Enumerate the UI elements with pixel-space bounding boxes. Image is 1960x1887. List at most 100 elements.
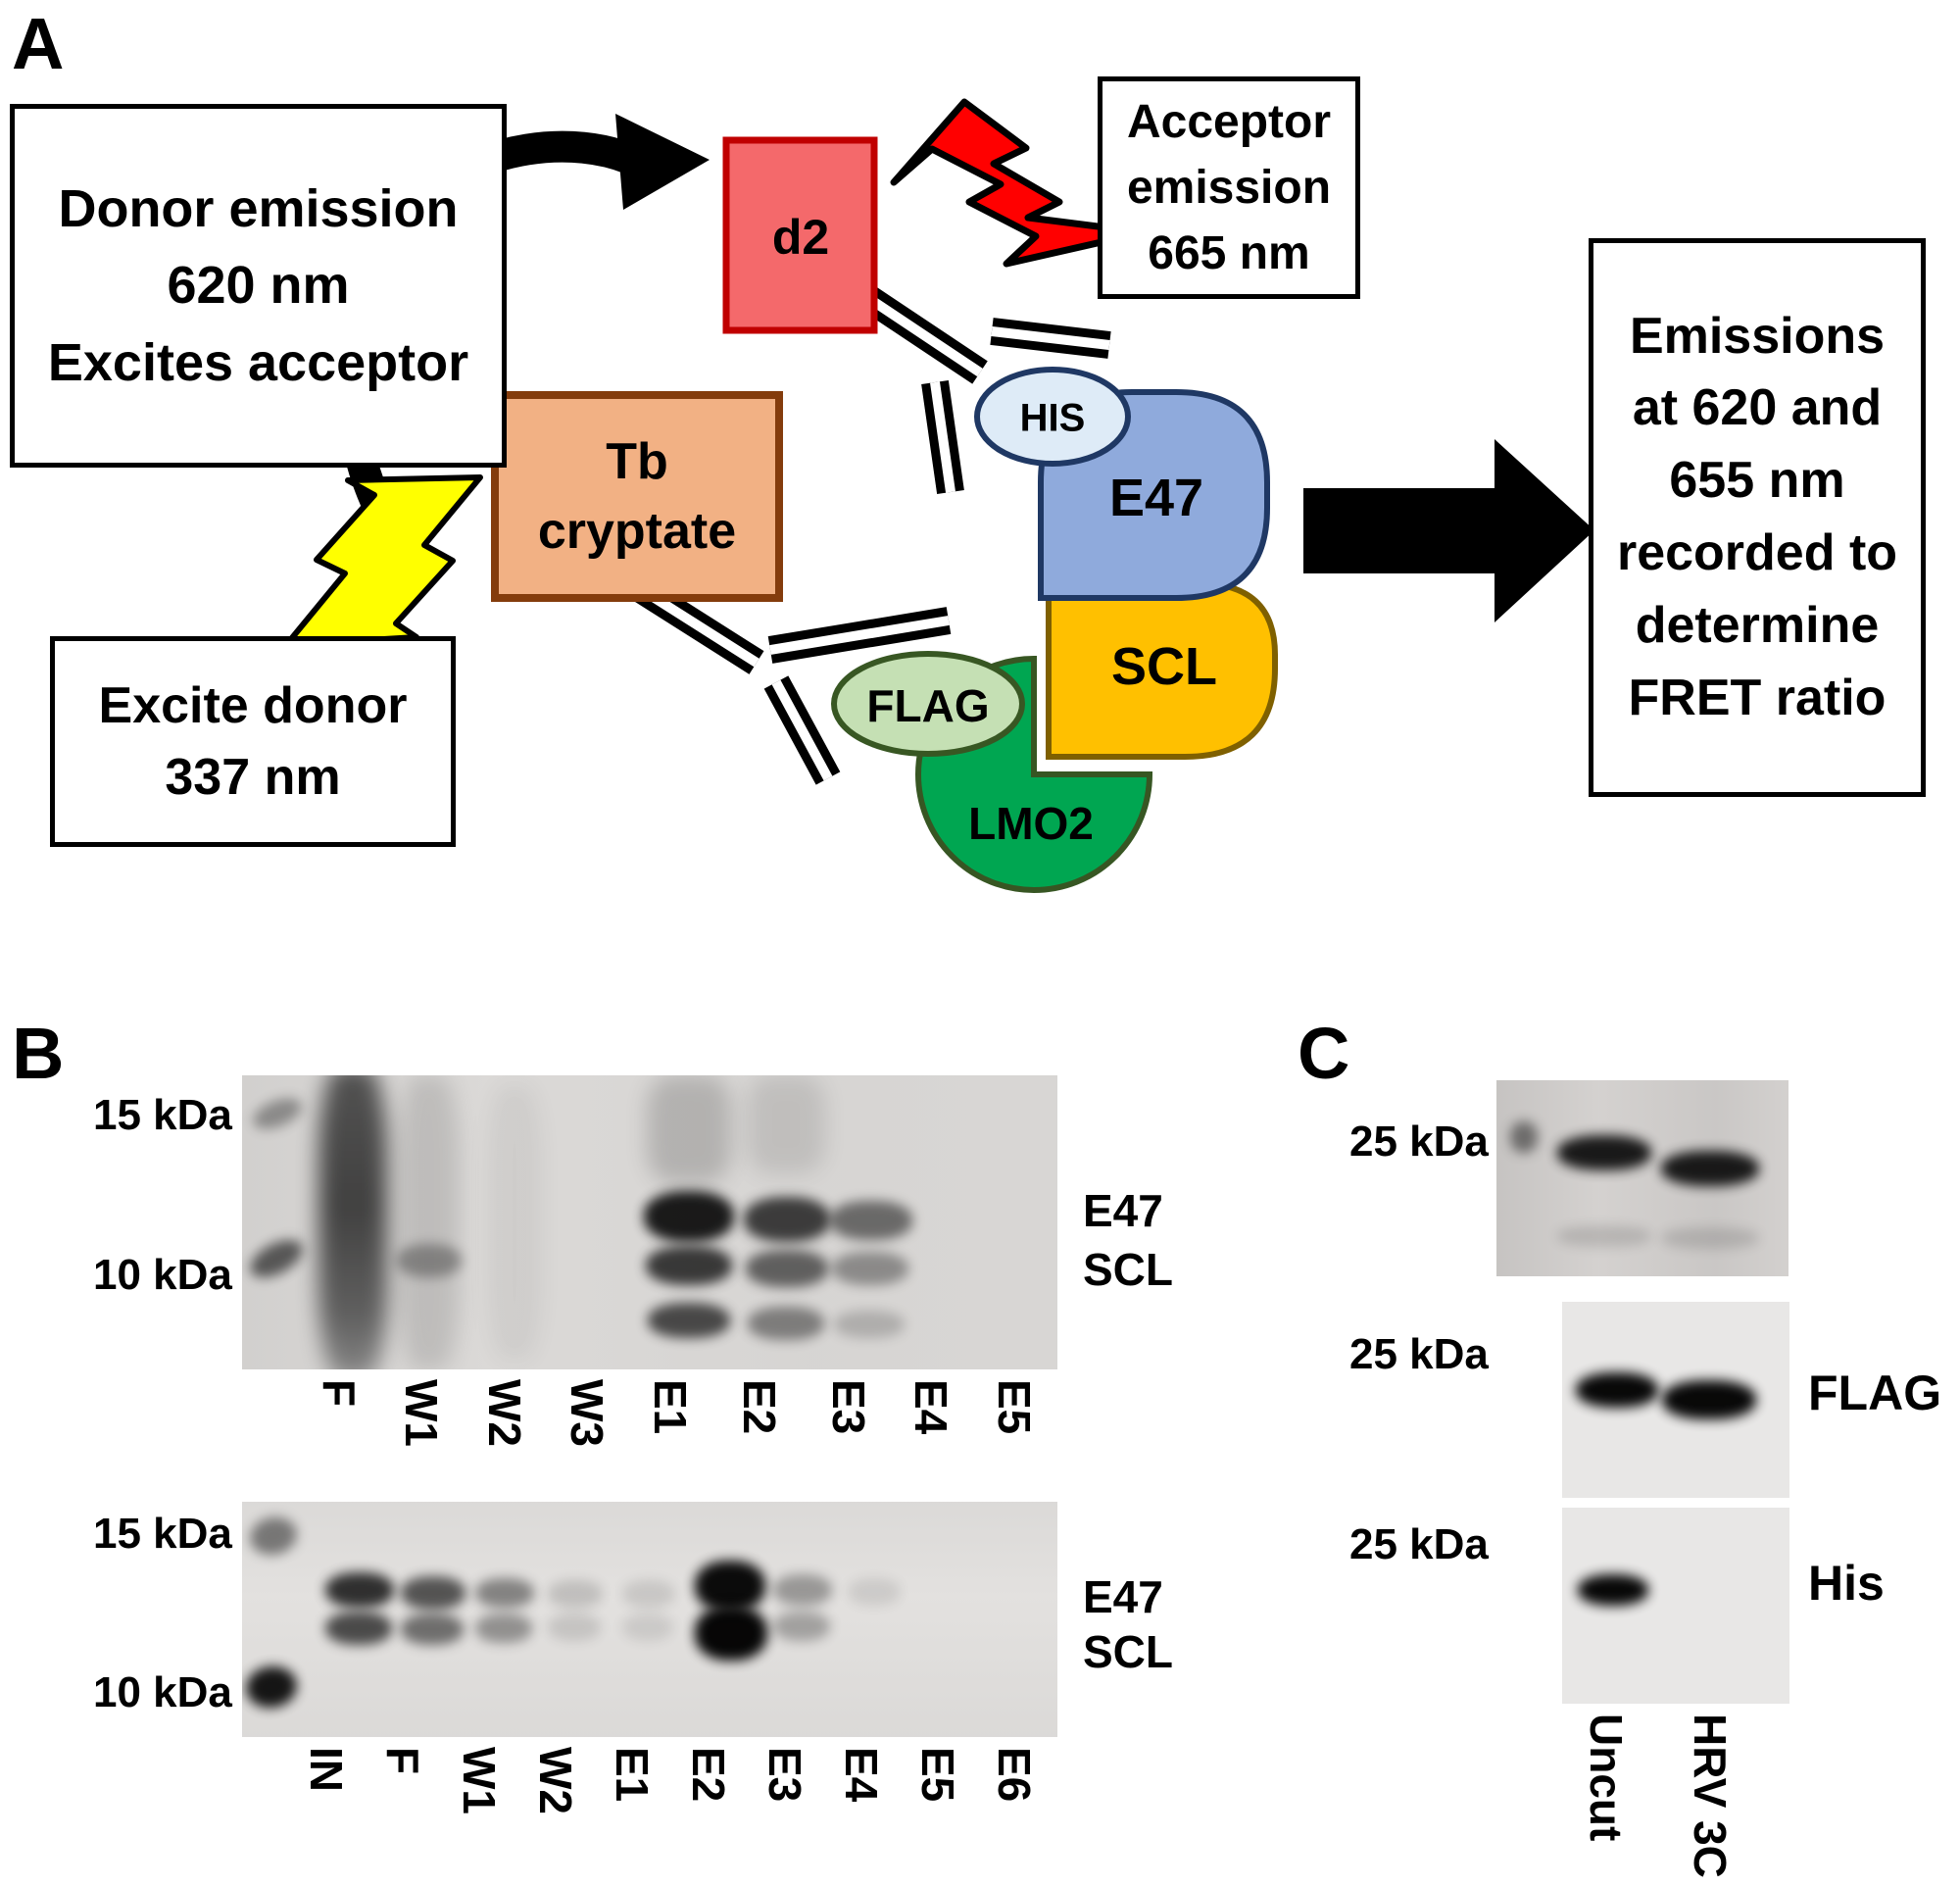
blot-band — [1557, 1135, 1651, 1170]
blot-band — [397, 1244, 462, 1277]
blot-band — [1662, 1380, 1756, 1419]
blot-band — [773, 1612, 830, 1641]
lane-smear — [647, 1075, 731, 1183]
acceptor-emission-box: Acceptor emission 665 nm — [1098, 76, 1360, 299]
donor-line-2: 620 nm — [167, 256, 350, 316]
marker-label: 15 kDa — [93, 1091, 232, 1139]
result-box: Emissions at 620 and 655 nm recorded to … — [1589, 238, 1926, 797]
blot-band — [622, 1580, 675, 1608]
flag-tag-shape — [831, 651, 1025, 757]
lane-label: IN — [301, 1747, 352, 1792]
blot-band — [1557, 1225, 1651, 1247]
result-line-6: FRET ratio — [1628, 669, 1886, 726]
excite-line-2: 337 nm — [165, 748, 341, 806]
result-line-2: at 620 and — [1632, 379, 1883, 437]
donor-line-1: Donor emission — [58, 179, 459, 239]
lane-label: E3 — [823, 1379, 874, 1435]
lane-label: Uncut — [1581, 1713, 1632, 1842]
lane-label: E4 — [836, 1747, 887, 1803]
panel-c-label: C — [1298, 1013, 1350, 1094]
lane-label: W3 — [562, 1379, 612, 1447]
band-annotation: His — [1808, 1556, 1885, 1611]
blot-band — [773, 1574, 832, 1606]
band-annotation: SCL — [1083, 1244, 1173, 1295]
blot-band — [830, 1201, 912, 1240]
lane-label: F — [314, 1379, 365, 1408]
marker-label: 25 kDa — [1349, 1520, 1489, 1568]
marker-band — [246, 1513, 301, 1560]
blot-band — [746, 1250, 828, 1287]
marker-label: 25 kDa — [1349, 1330, 1489, 1378]
lane-label: W1 — [454, 1747, 505, 1814]
blot-band — [848, 1578, 901, 1606]
lane-label: E1 — [645, 1379, 696, 1435]
blot-band — [1576, 1372, 1658, 1408]
lane-label: F — [377, 1747, 428, 1775]
band-annotation: E47 — [1083, 1185, 1163, 1236]
lane-label: E2 — [734, 1379, 785, 1435]
scl-protein-shape — [1046, 580, 1278, 760]
blot-band — [548, 1614, 601, 1641]
marker-label: 10 kDa — [93, 1668, 232, 1716]
his-tag-label: HIS — [1019, 396, 1086, 440]
lane-smear — [399, 1075, 460, 1369]
band-annotation: FLAG — [1808, 1366, 1942, 1420]
blot-image-c-flag — [1562, 1302, 1789, 1498]
blot-image-c-top — [1496, 1080, 1788, 1276]
lane-label: E6 — [989, 1747, 1040, 1803]
tb-line-2: cryptate — [537, 502, 737, 560]
tb-cryptate-shape — [491, 391, 783, 602]
blot-band — [401, 1614, 464, 1645]
blot-band — [325, 1572, 394, 1608]
lane-smear — [318, 1075, 387, 1369]
marker-band — [244, 1232, 309, 1285]
scl-label: SCL — [1111, 637, 1217, 696]
blot-band — [648, 1303, 730, 1338]
acceptor-line-2: emission — [1126, 161, 1332, 214]
lane-label: E5 — [989, 1379, 1040, 1435]
band-annotation: SCL — [1083, 1626, 1173, 1677]
lane-label: E4 — [906, 1379, 956, 1435]
lane-label: E3 — [760, 1747, 810, 1803]
blot-band — [325, 1612, 392, 1645]
blot-band — [834, 1311, 905, 1338]
blot-band — [695, 1561, 765, 1612]
blot-band — [475, 1578, 534, 1608]
e47-label: E47 — [1108, 469, 1204, 527]
fret-schematic — [283, 98, 1594, 893]
flag-tag-label: FLAG — [866, 680, 990, 731]
marker-band — [243, 1663, 300, 1712]
blot-band — [744, 1197, 830, 1242]
blot-band — [401, 1576, 466, 1610]
blot-band — [475, 1614, 532, 1643]
blot-band — [644, 1191, 734, 1242]
marker-label: 10 kDa — [93, 1251, 232, 1299]
blot-image-b-bottom — [242, 1502, 1057, 1737]
lane-label: W2 — [530, 1747, 581, 1814]
result-line-5: determine — [1635, 596, 1880, 654]
donor-line-3: Excites acceptor — [47, 332, 469, 392]
panel-b-label: B — [12, 1013, 65, 1094]
lane-label: HRV 3C — [1685, 1713, 1736, 1878]
result-line-3: 655 nm — [1669, 452, 1845, 510]
result-line-1: Emissions — [1629, 307, 1886, 365]
d2-label: d2 — [771, 210, 830, 265]
band-annotation: E47 — [1083, 1571, 1163, 1622]
tb-line-1: Tb — [606, 433, 668, 491]
blot-image-b-top — [242, 1075, 1057, 1369]
blot-band — [1661, 1151, 1759, 1186]
lane-label: E5 — [912, 1747, 963, 1803]
lane-label: E2 — [683, 1747, 734, 1803]
his-tag-shape — [974, 367, 1131, 467]
yellow-lightning-icon — [283, 474, 483, 648]
excite-donor-box: Excite donor 337 nm — [50, 636, 456, 847]
lane-label: W2 — [479, 1379, 530, 1447]
blot-band — [748, 1307, 824, 1340]
tb-cryptate-label: Tb cryptate — [495, 395, 779, 598]
lane-label: E1 — [607, 1747, 658, 1803]
blot-image-c-his — [1562, 1508, 1789, 1704]
lane-smear — [747, 1075, 825, 1173]
lmo2-label: LMO2 — [968, 798, 1094, 849]
blot-band — [646, 1246, 732, 1285]
